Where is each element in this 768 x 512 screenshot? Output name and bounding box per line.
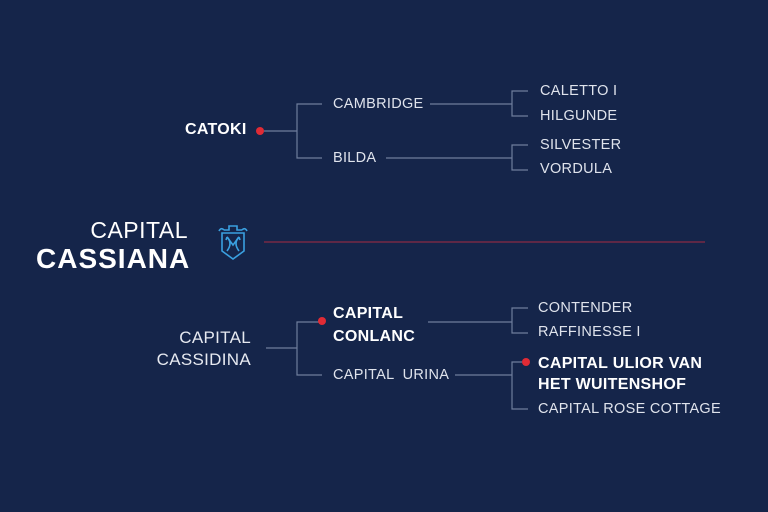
ancestor-name: HILGUNDE — [540, 108, 618, 124]
highlight-dot — [522, 358, 530, 366]
dam-sire-name-line2: CONLANC — [333, 328, 416, 345]
dam-name: CAPITAL CASSIDINA — [157, 327, 251, 371]
highlight-dot — [256, 127, 264, 135]
ancestor-name: SILVESTER — [540, 137, 622, 153]
dam-sire-name-line1: CAPITAL — [333, 305, 404, 322]
ancestor-name: RAFFINESSE I — [538, 324, 641, 340]
sire-sire-name: CAMBRIDGE — [333, 96, 424, 112]
ancestor-name: CALETTO I — [540, 83, 618, 99]
ancestor-name: VORDULA — [540, 161, 613, 177]
horse-name-line1: CAPITAL — [90, 217, 188, 243]
dam-name-line1: CAPITAL — [179, 328, 251, 347]
ancestor-name: CONTENDER — [538, 300, 633, 316]
ancestor-name-line1: CAPITAL ULIOR VAN — [538, 355, 703, 372]
highlight-dot — [318, 317, 326, 325]
horse-name-line2: CASSIANA — [36, 243, 191, 274]
sire-dam-name: BILDA — [333, 150, 377, 166]
ancestor-name-line2: HET WUITENSHOF — [538, 376, 687, 393]
ancestor-name-highlighted: CAPITAL ULIOR VAN HET WUITENSHOF — [538, 353, 702, 395]
dam-sire-name: CAPITAL CONLANC — [333, 302, 415, 348]
shield-crest-icon — [218, 225, 248, 260]
dam-dam-name: CAPITAL URINA — [333, 367, 450, 383]
sire-name: CATOKI — [185, 121, 247, 138]
dam-name-line2: CASSIDINA — [156, 350, 251, 369]
ancestor-name: CAPITAL ROSE COTTAGE — [538, 401, 721, 417]
